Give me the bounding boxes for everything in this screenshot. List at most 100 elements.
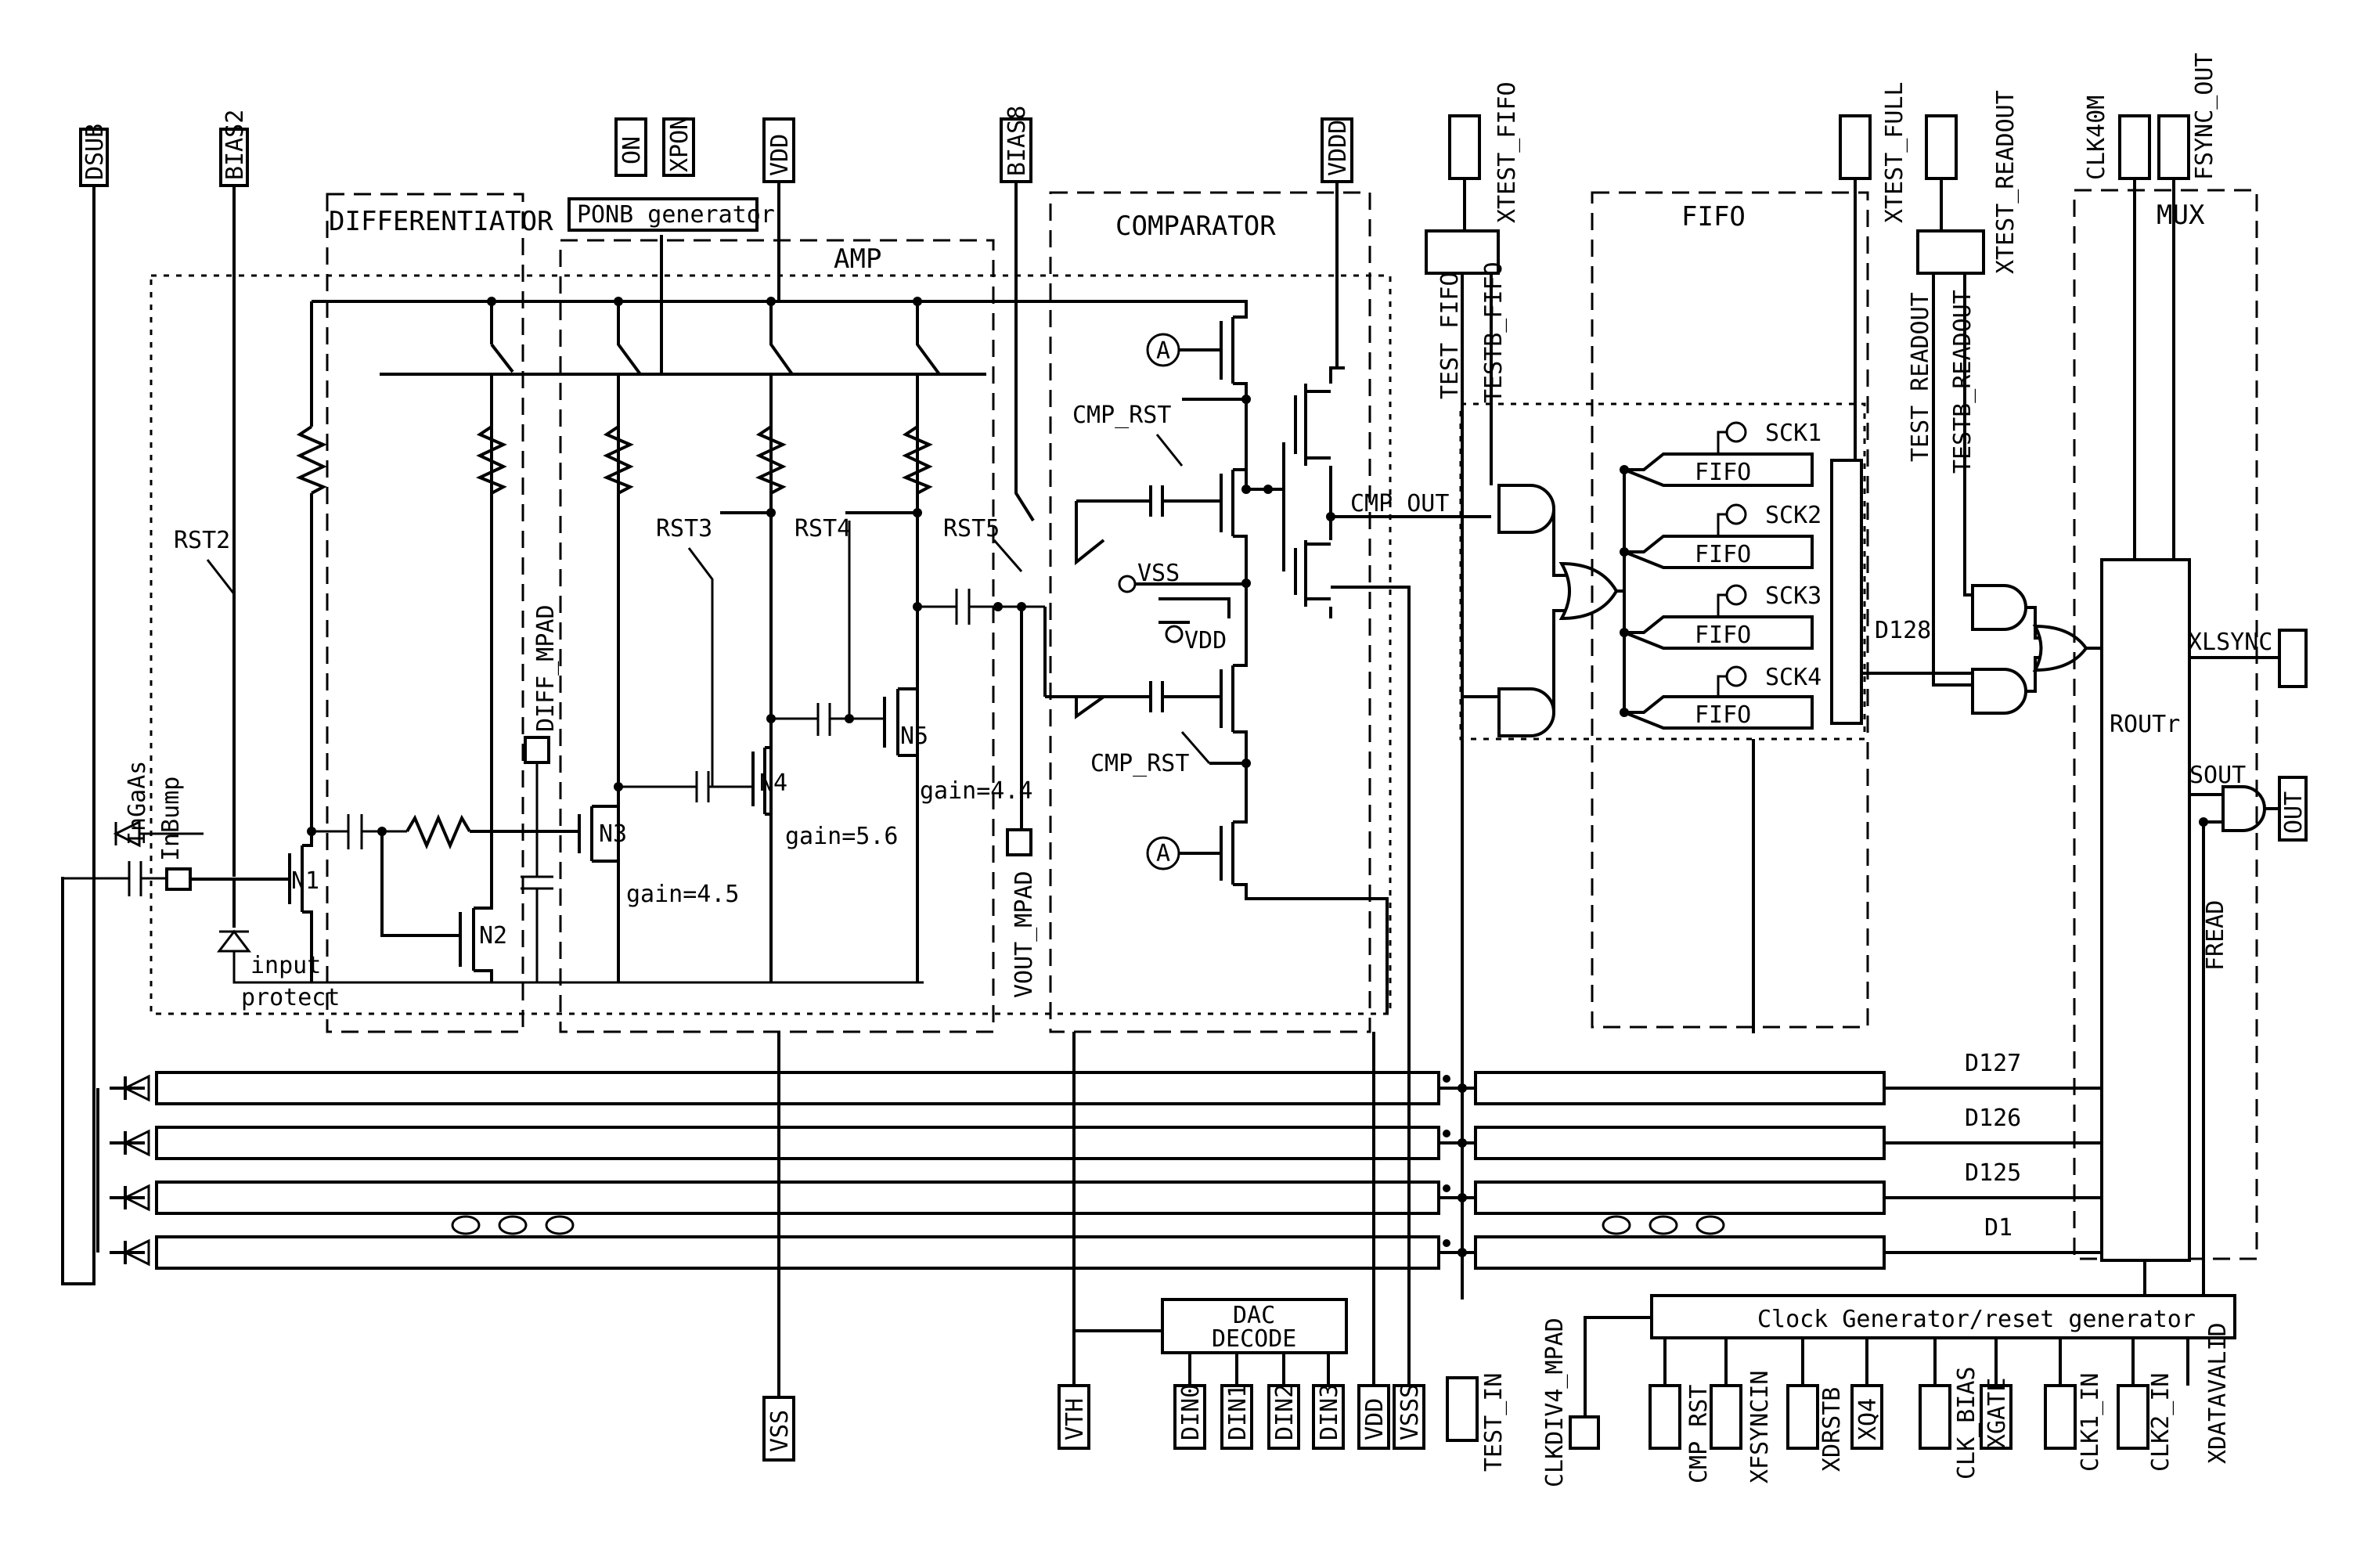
cmp-rst-label: CMP_RST <box>1685 1385 1713 1483</box>
xfsyncin-pin <box>1711 1386 1741 1448</box>
d1-label: D1 <box>1984 1214 2012 1242</box>
gain1-label: gain=4.5 <box>626 881 740 908</box>
r1-resistor <box>300 427 323 493</box>
routr-label: ROUTr <box>2110 711 2180 738</box>
clk-bias-label: CLK_BIAS <box>1953 1367 1980 1480</box>
clk40m-label: CLK40M <box>2083 96 2110 180</box>
a-node-bot-label: A <box>1156 840 1170 867</box>
cmp-rst-top-label: CMP_RST <box>1072 402 1171 429</box>
n3-label: N3 <box>599 820 627 848</box>
sck2-icon <box>1727 505 1746 524</box>
xgate-label: XGATE <box>1984 1378 2011 1448</box>
sck1-icon <box>1727 423 1746 442</box>
inbump-label: InBump <box>157 777 185 861</box>
a-node-top-label: A <box>1156 337 1170 365</box>
or-gate-readout <box>2035 626 2086 670</box>
testb-fifo-label: TESTB_FIFO <box>1480 261 1508 403</box>
vout-mpad-label: VOUT_MPAD <box>1011 871 1038 998</box>
out-label: OUT <box>2280 791 2308 834</box>
d127-label: D127 <box>1965 1050 2021 1077</box>
test-in-pin <box>1447 1378 1477 1440</box>
xdrstb-pin <box>1788 1386 1818 1448</box>
xtest-full-label: XTEST_FULL <box>1881 81 1908 223</box>
rst3-label: RST3 <box>656 515 712 542</box>
inbump-pad <box>167 869 190 889</box>
channel-rows <box>98 1072 2102 1268</box>
input-protect-diode-icon <box>219 932 249 951</box>
amp-label: AMP <box>834 243 881 275</box>
xlsync-label: XLSYNC <box>2188 629 2272 656</box>
fifo-cell-2: FIFO SCK2 <box>1624 502 1822 568</box>
rst5-label: RST5 <box>943 515 1000 542</box>
gain2-label: gain=5.6 <box>785 823 899 850</box>
fifo-register <box>1832 460 1861 723</box>
differentiator-label: DIFFERENTIATOR <box>329 206 553 237</box>
xtest-full-pin <box>1840 116 1870 178</box>
xq4-label: XQ4 <box>1854 1398 1882 1440</box>
test-readout-label: TEST_READOUT <box>1907 292 1934 462</box>
on-label: ON <box>618 136 646 164</box>
vout-mpad-pad <box>1007 830 1031 855</box>
test-in-label: TEST_IN <box>1480 1373 1508 1472</box>
dsub-label: DSUB <box>81 124 109 180</box>
clk2-in-pin <box>2118 1386 2148 1448</box>
amp-cap2 <box>771 703 885 736</box>
ponb-generator-label: PONB generator <box>577 201 775 229</box>
xdrstb-label: XDRSTB <box>1818 1387 1846 1472</box>
dsub-line <box>63 186 94 1284</box>
diff-resistor <box>407 818 470 845</box>
vth-label: VTH <box>1061 1398 1089 1440</box>
vsss-label: VSSS <box>1396 1384 1424 1440</box>
sck2-label: SCK2 <box>1765 502 1822 529</box>
xpon-label: XPON <box>666 116 694 172</box>
cmp-rst-bot-label: CMP_RST <box>1090 750 1189 777</box>
vdd-top-label: VDD <box>766 134 794 176</box>
test-fifo-label: TEST_FIFO <box>1436 272 1464 399</box>
protect-label: protect <box>241 984 340 1011</box>
n5-label: N5 <box>900 723 928 750</box>
xtest-readout-label: XTEST_READOUT <box>1992 90 2020 274</box>
xdatavalid-label: XDATAVALID <box>2204 1322 2232 1464</box>
din1-label: DIN1 <box>1224 1384 1252 1440</box>
and-gate-bot <box>1499 689 1554 736</box>
din3-label: DIN3 <box>1316 1384 1343 1440</box>
sck4-label: SCK4 <box>1765 664 1822 691</box>
fsync-out-pin <box>2159 116 2189 178</box>
clkdiv4-mpad-pin <box>1570 1417 1598 1448</box>
comparator-block <box>1050 193 1370 1032</box>
and-gate-readout-top <box>1973 586 2026 629</box>
xtest-fifo-pin <box>1450 116 1479 178</box>
clk-bias-pin <box>1920 1386 1950 1448</box>
din2-label: DIN2 <box>1271 1384 1299 1440</box>
comparator-label: COMPARATOR <box>1115 211 1276 242</box>
d125-label: D125 <box>1965 1159 2021 1187</box>
diff-mpad-label: DIFF_MPAD <box>532 604 560 732</box>
fifo3-label: FIFO <box>1695 622 1751 649</box>
rst2-label: RST2 <box>174 527 230 554</box>
routr-block <box>2102 560 2189 1260</box>
d128-label: D128 <box>1875 617 1931 644</box>
d126-label: D126 <box>1965 1105 2021 1132</box>
vddd-label: VDDD <box>1324 120 1352 176</box>
testb-readout-label: TESTB_READOUT <box>1949 290 1976 474</box>
fifo4-label: FIFO <box>1695 701 1751 729</box>
sout-label: SOUT <box>2189 762 2246 789</box>
clk2-in-label: CLK2_IN <box>2147 1373 2175 1472</box>
sck1-label: SCK1 <box>1765 420 1822 447</box>
clkdiv4-mpad-label: CLKDIV4_MPAD <box>1541 1317 1569 1487</box>
and-gate-top <box>1499 485 1554 532</box>
n2-transistor <box>460 831 492 982</box>
sck3-icon <box>1727 586 1746 604</box>
cmp-rst-pin <box>1650 1386 1680 1448</box>
n1-label: N1 <box>291 867 319 895</box>
fifo-block <box>1592 193 1868 1027</box>
diff-cap <box>312 814 407 849</box>
n4-label: N4 <box>759 770 787 797</box>
rst4-label: RST4 <box>795 515 851 542</box>
fifo1-label: FIFO <box>1695 459 1751 486</box>
vdd-node-icon <box>1166 626 1182 642</box>
vdd-bottom-label: VDD <box>1361 1398 1389 1440</box>
vss-bottom-label: VSS <box>766 1410 794 1452</box>
bias8-label: BIAS8 <box>1004 106 1031 176</box>
